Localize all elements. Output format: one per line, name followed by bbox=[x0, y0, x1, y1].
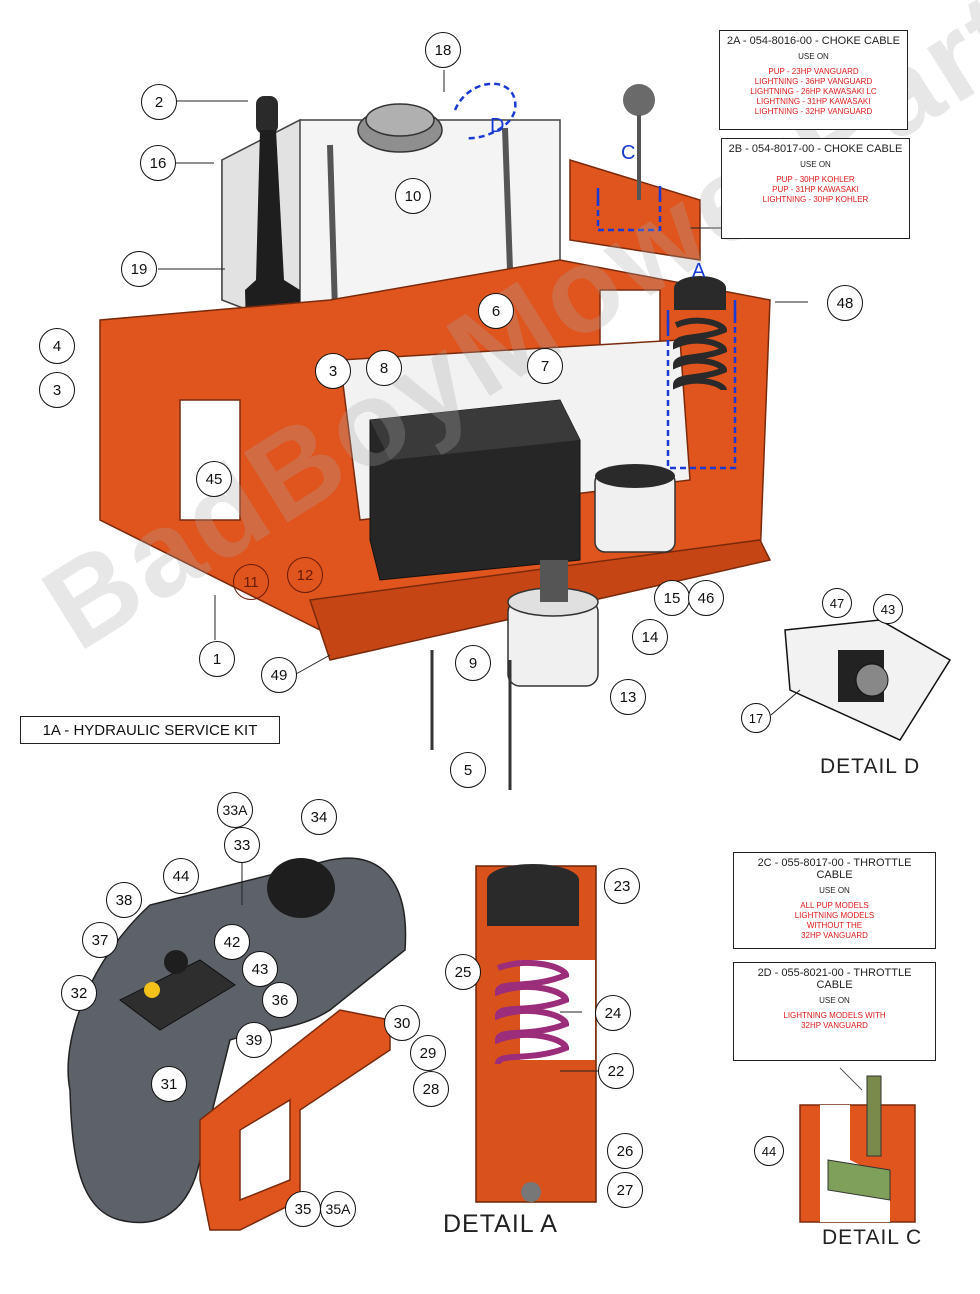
callout-26: 26 bbox=[607, 1133, 643, 1169]
callout-24: 24 bbox=[595, 995, 631, 1031]
callout-37: 37 bbox=[82, 922, 118, 958]
info-box-header: 2C - 055-8017-00 - THROTTLE CABLE bbox=[757, 857, 912, 881]
callout-14: 14 bbox=[632, 619, 668, 655]
callout-33: 33 bbox=[224, 827, 260, 863]
callout-47: 47 bbox=[822, 588, 852, 618]
info-box-2b: 2B - 054-8017-00 - CHOKE CABLE USE ON PU… bbox=[721, 138, 910, 239]
callout-7: 7 bbox=[527, 348, 563, 384]
info-box-header: 2D - 055-8021-00 - THROTTLE CABLE bbox=[757, 967, 912, 991]
callout-6: 6 bbox=[478, 293, 514, 329]
info-box-use-on: USE ON bbox=[819, 886, 850, 895]
detail-d-view bbox=[784, 619, 952, 741]
shift-lever bbox=[623, 84, 655, 200]
detail-arrows bbox=[453, 82, 737, 470]
callout-10: 10 bbox=[395, 178, 431, 214]
leader-lines bbox=[158, 70, 808, 1072]
info-box-2a: 2A - 054-8016-00 - CHOKE CABLE USE ON PU… bbox=[719, 30, 908, 130]
callout-49: 49 bbox=[261, 657, 297, 693]
callout-29: 29 bbox=[410, 1035, 446, 1071]
model-line: 32HP VANGUARD bbox=[801, 1021, 868, 1030]
info-box-use-on: USE ON bbox=[798, 52, 829, 61]
callout-30: 30 bbox=[384, 1005, 420, 1041]
callout-34: 34 bbox=[301, 799, 337, 835]
callout-36: 36 bbox=[262, 982, 298, 1018]
callout-45: 45 bbox=[196, 461, 232, 497]
model-line: PUP - 30HP KOHLER bbox=[776, 175, 855, 184]
callout-5: 5 bbox=[450, 752, 486, 788]
model-line: LIGHTNING - 26HP KAWASAKI LC bbox=[750, 87, 877, 96]
callout-15: 15 bbox=[654, 580, 690, 616]
detail-a-label: DETAIL A bbox=[443, 1210, 558, 1238]
callout-35: 35 bbox=[285, 1191, 321, 1227]
callout-27: 27 bbox=[607, 1172, 643, 1208]
callout-25: 25 bbox=[445, 954, 481, 990]
arrow-letter-c: C bbox=[621, 142, 636, 164]
callout-12: 12 bbox=[287, 557, 323, 593]
callout-22: 22 bbox=[598, 1053, 634, 1089]
callout-4: 4 bbox=[39, 328, 75, 364]
tank-bracket bbox=[199, 1009, 391, 1231]
callout-3-lower: 3 bbox=[39, 372, 75, 408]
info-box-header: 2A - 054-8016-00 - CHOKE CABLE bbox=[726, 35, 901, 47]
info-box-use-on: USE ON bbox=[819, 996, 850, 1005]
callout-17: 17 bbox=[741, 703, 771, 733]
callout-23: 23 bbox=[604, 868, 640, 904]
spring-assembly bbox=[672, 276, 728, 392]
callout-44-tank: 44 bbox=[163, 858, 199, 894]
detail-c-label: DETAIL C bbox=[822, 1226, 923, 1249]
callout-11: 11 bbox=[233, 564, 269, 600]
callout-38: 38 bbox=[106, 882, 142, 918]
model-line: LIGHTNING - 36HP VANGUARD bbox=[754, 77, 873, 86]
callout-2: 2 bbox=[141, 84, 177, 120]
callout-31: 31 bbox=[151, 1066, 187, 1102]
hydraulic-service-kit-label: 1A - HYDRAULIC SERVICE KIT bbox=[20, 716, 280, 744]
arrow-letter-a: A bbox=[692, 260, 706, 282]
detail-d-label: DETAIL D bbox=[820, 755, 921, 778]
model-line: LIGHTNING - 30HP KOHLER bbox=[762, 195, 869, 204]
callout-3-upper: 3 bbox=[315, 353, 351, 389]
model-line: LIGHTNING - 31HP KAWASAKI bbox=[756, 97, 871, 106]
callout-44-detail-c: 44 bbox=[754, 1136, 784, 1166]
model-line: ALL PUP MODELS bbox=[800, 901, 869, 910]
callout-28: 28 bbox=[413, 1071, 449, 1107]
callout-32: 32 bbox=[61, 975, 97, 1011]
hydraulic-filters bbox=[507, 464, 676, 687]
info-box-use-on: USE ON bbox=[800, 160, 831, 169]
model-line: LIGHTNING MODELS bbox=[794, 911, 875, 920]
callout-43-detail-d: 43 bbox=[873, 594, 903, 624]
callout-9: 9 bbox=[455, 645, 491, 681]
callout-39: 39 bbox=[236, 1022, 272, 1058]
callout-35a: 35A bbox=[320, 1191, 356, 1227]
callout-13: 13 bbox=[610, 679, 646, 715]
detail-c-view bbox=[799, 1067, 916, 1223]
arrow-letter-d: D bbox=[490, 115, 505, 137]
model-line: PUP - 23HP VANGUARD bbox=[768, 67, 859, 76]
model-line: PUP - 31HP KAWASAKI bbox=[772, 185, 859, 194]
model-line: 32HP VANGUARD bbox=[801, 931, 868, 940]
model-line: LIGHTNING MODELS WITH bbox=[783, 1011, 886, 1020]
detail-a-view bbox=[475, 864, 597, 1203]
callout-16: 16 bbox=[140, 145, 176, 181]
callout-43-tank: 43 bbox=[242, 951, 278, 987]
callout-48: 48 bbox=[827, 285, 863, 321]
callout-8: 8 bbox=[366, 350, 402, 386]
callout-19: 19 bbox=[121, 251, 157, 287]
callout-42: 42 bbox=[214, 924, 250, 960]
callout-46: 46 bbox=[688, 580, 724, 616]
info-box-2c: 2C - 055-8017-00 - THROTTLE CABLE USE ON… bbox=[733, 852, 936, 949]
model-line: WITHOUT THE bbox=[806, 921, 863, 930]
info-box-header: 2B - 054-8017-00 - CHOKE CABLE bbox=[728, 143, 903, 155]
callout-33a: 33A bbox=[217, 792, 253, 828]
info-box-2d: 2D - 055-8021-00 - THROTTLE CABLE USE ON… bbox=[733, 962, 936, 1061]
model-line: LIGHTNING - 32HP VANGUARD bbox=[754, 107, 873, 116]
callout-1: 1 bbox=[199, 641, 235, 677]
callout-18: 18 bbox=[425, 32, 461, 68]
battery bbox=[369, 399, 581, 581]
